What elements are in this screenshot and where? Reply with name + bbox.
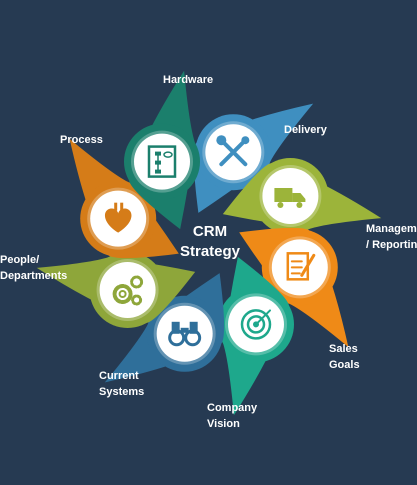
petal-company-vision (104, 273, 225, 383)
flowchart-icon (147, 145, 177, 178)
label-people-departments: People/ Departments (0, 254, 68, 282)
heart-organ-icon (104, 202, 132, 233)
label-hardware: Hardware (163, 74, 214, 86)
target-icon (240, 309, 272, 340)
label-delivery: Delivery (284, 124, 327, 136)
label-process: Process (60, 134, 103, 146)
center-title: CRM Strategy (179, 223, 241, 260)
truck-icon (274, 188, 306, 208)
wrench-screwdriver-icon (216, 135, 250, 167)
report-pen-icon (286, 252, 316, 281)
label-management-reporting: Management / Reporting (366, 223, 417, 251)
label-current-systems: Current Systems (99, 370, 145, 398)
gears-icon (112, 275, 144, 306)
label-company-vision: Company Vision (207, 402, 258, 430)
label-sales-goals: Sales Goals (329, 343, 360, 371)
binoculars-icon (168, 321, 202, 347)
